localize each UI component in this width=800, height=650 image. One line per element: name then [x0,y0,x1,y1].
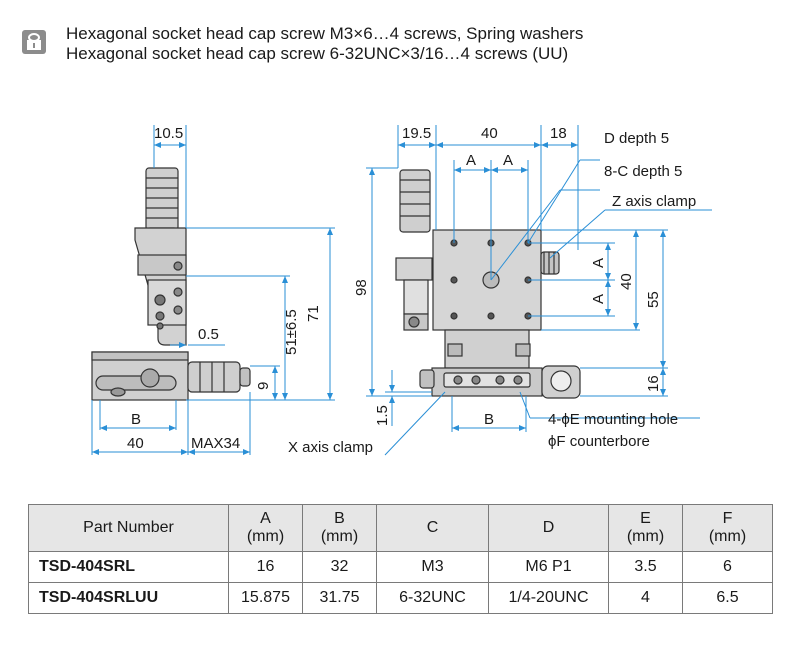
dim-71: 71 [305,305,322,322]
front-view [395,169,581,399]
dim-a-top-1: A [466,152,476,169]
cell-e: 3.5 [608,551,683,583]
header-e: E(mm) [608,504,683,552]
front-view-labels: 19.5 40 18 A A 98 A A 40 55 16 1.5 B D d… [288,125,696,456]
header-f: F(mm) [682,504,773,552]
header-c: C [376,504,489,552]
spec-table: Part Number A(mm) B(mm) C D E(mm) F(mm) … [28,504,773,614]
dim-40-right: 40 [618,273,635,290]
callout-mount-hole: 4-ϕE mounting hole [548,411,678,428]
cell-d: M6 P1 [488,551,609,583]
dim-a-right-1: A [590,258,607,268]
callout-z-clamp: Z axis clamp [612,193,696,210]
header-part-number: Part Number [28,504,229,552]
dim-40-side: 40 [127,435,144,452]
table-row: TSD-404SRL 16 32 M3 M6 P1 3.5 6 [28,551,773,583]
dim-10-5: 10.5 [154,125,183,142]
dim-b-side: B [131,411,141,428]
front-view-dimensions [366,125,712,456]
cell-b: 31.75 [302,582,377,614]
side-view-labels: 10.5 0.5 51±6.5 71 9 B 40 MAX34 [127,125,322,452]
dim-18: 18 [550,125,567,142]
callout-c-depth: 8-C depth 5 [604,163,682,180]
cell-e: 4 [608,582,683,614]
header-a: A(mm) [228,504,303,552]
dim-b-front: B [484,411,494,428]
lock-screw-icon [22,30,46,54]
technical-drawing: 10.5 0.5 51±6.5 71 9 B 40 MAX34 [91,125,712,456]
cell-d: 1/4-20UNC [488,582,609,614]
cell-c: 6-32UNC [376,582,489,614]
table-row: TSD-404SRLUU 15.875 31.75 6-32UNC 1/4-20… [28,582,773,614]
dim-16: 16 [645,375,662,392]
part-number-cell: TSD-404SRL [28,551,229,583]
callout-counterbore: ϕF counterbore [548,433,650,450]
cell-f: 6 [682,551,773,583]
header-b: B(mm) [302,504,377,552]
screw-note-1: Hexagonal socket head cap screw M3×6…4 s… [66,24,584,43]
cell-f: 6.5 [682,582,773,614]
cell-a: 16 [228,551,303,583]
dim-0-5: 0.5 [198,326,219,343]
dim-55: 55 [645,291,662,308]
dim-19-5: 19.5 [402,125,431,142]
callout-d-depth: D depth 5 [604,130,669,147]
dim-1-5: 1.5 [374,405,391,426]
cell-c: M3 [376,551,489,583]
dim-a-top-2: A [503,152,513,169]
dim-9: 9 [255,382,272,390]
dim-98: 98 [353,279,370,296]
dim-max34: MAX34 [191,435,240,452]
dim-51: 51±6.5 [283,309,300,355]
side-view-dimensions [91,125,335,455]
dim-a-right-2: A [590,294,607,304]
dim-40-top: 40 [481,125,498,142]
side-view [91,167,251,401]
cell-a: 15.875 [228,582,303,614]
header-d: D [488,504,609,552]
screw-note-2: Hexagonal socket head cap screw 6-32UNC×… [66,44,569,63]
cell-b: 32 [302,551,377,583]
callout-x-clamp: X axis clamp [288,439,373,456]
table-header-row: Part Number A(mm) B(mm) C D E(mm) F(mm) [28,504,773,552]
part-number-cell: TSD-404SRLUU [28,582,229,614]
